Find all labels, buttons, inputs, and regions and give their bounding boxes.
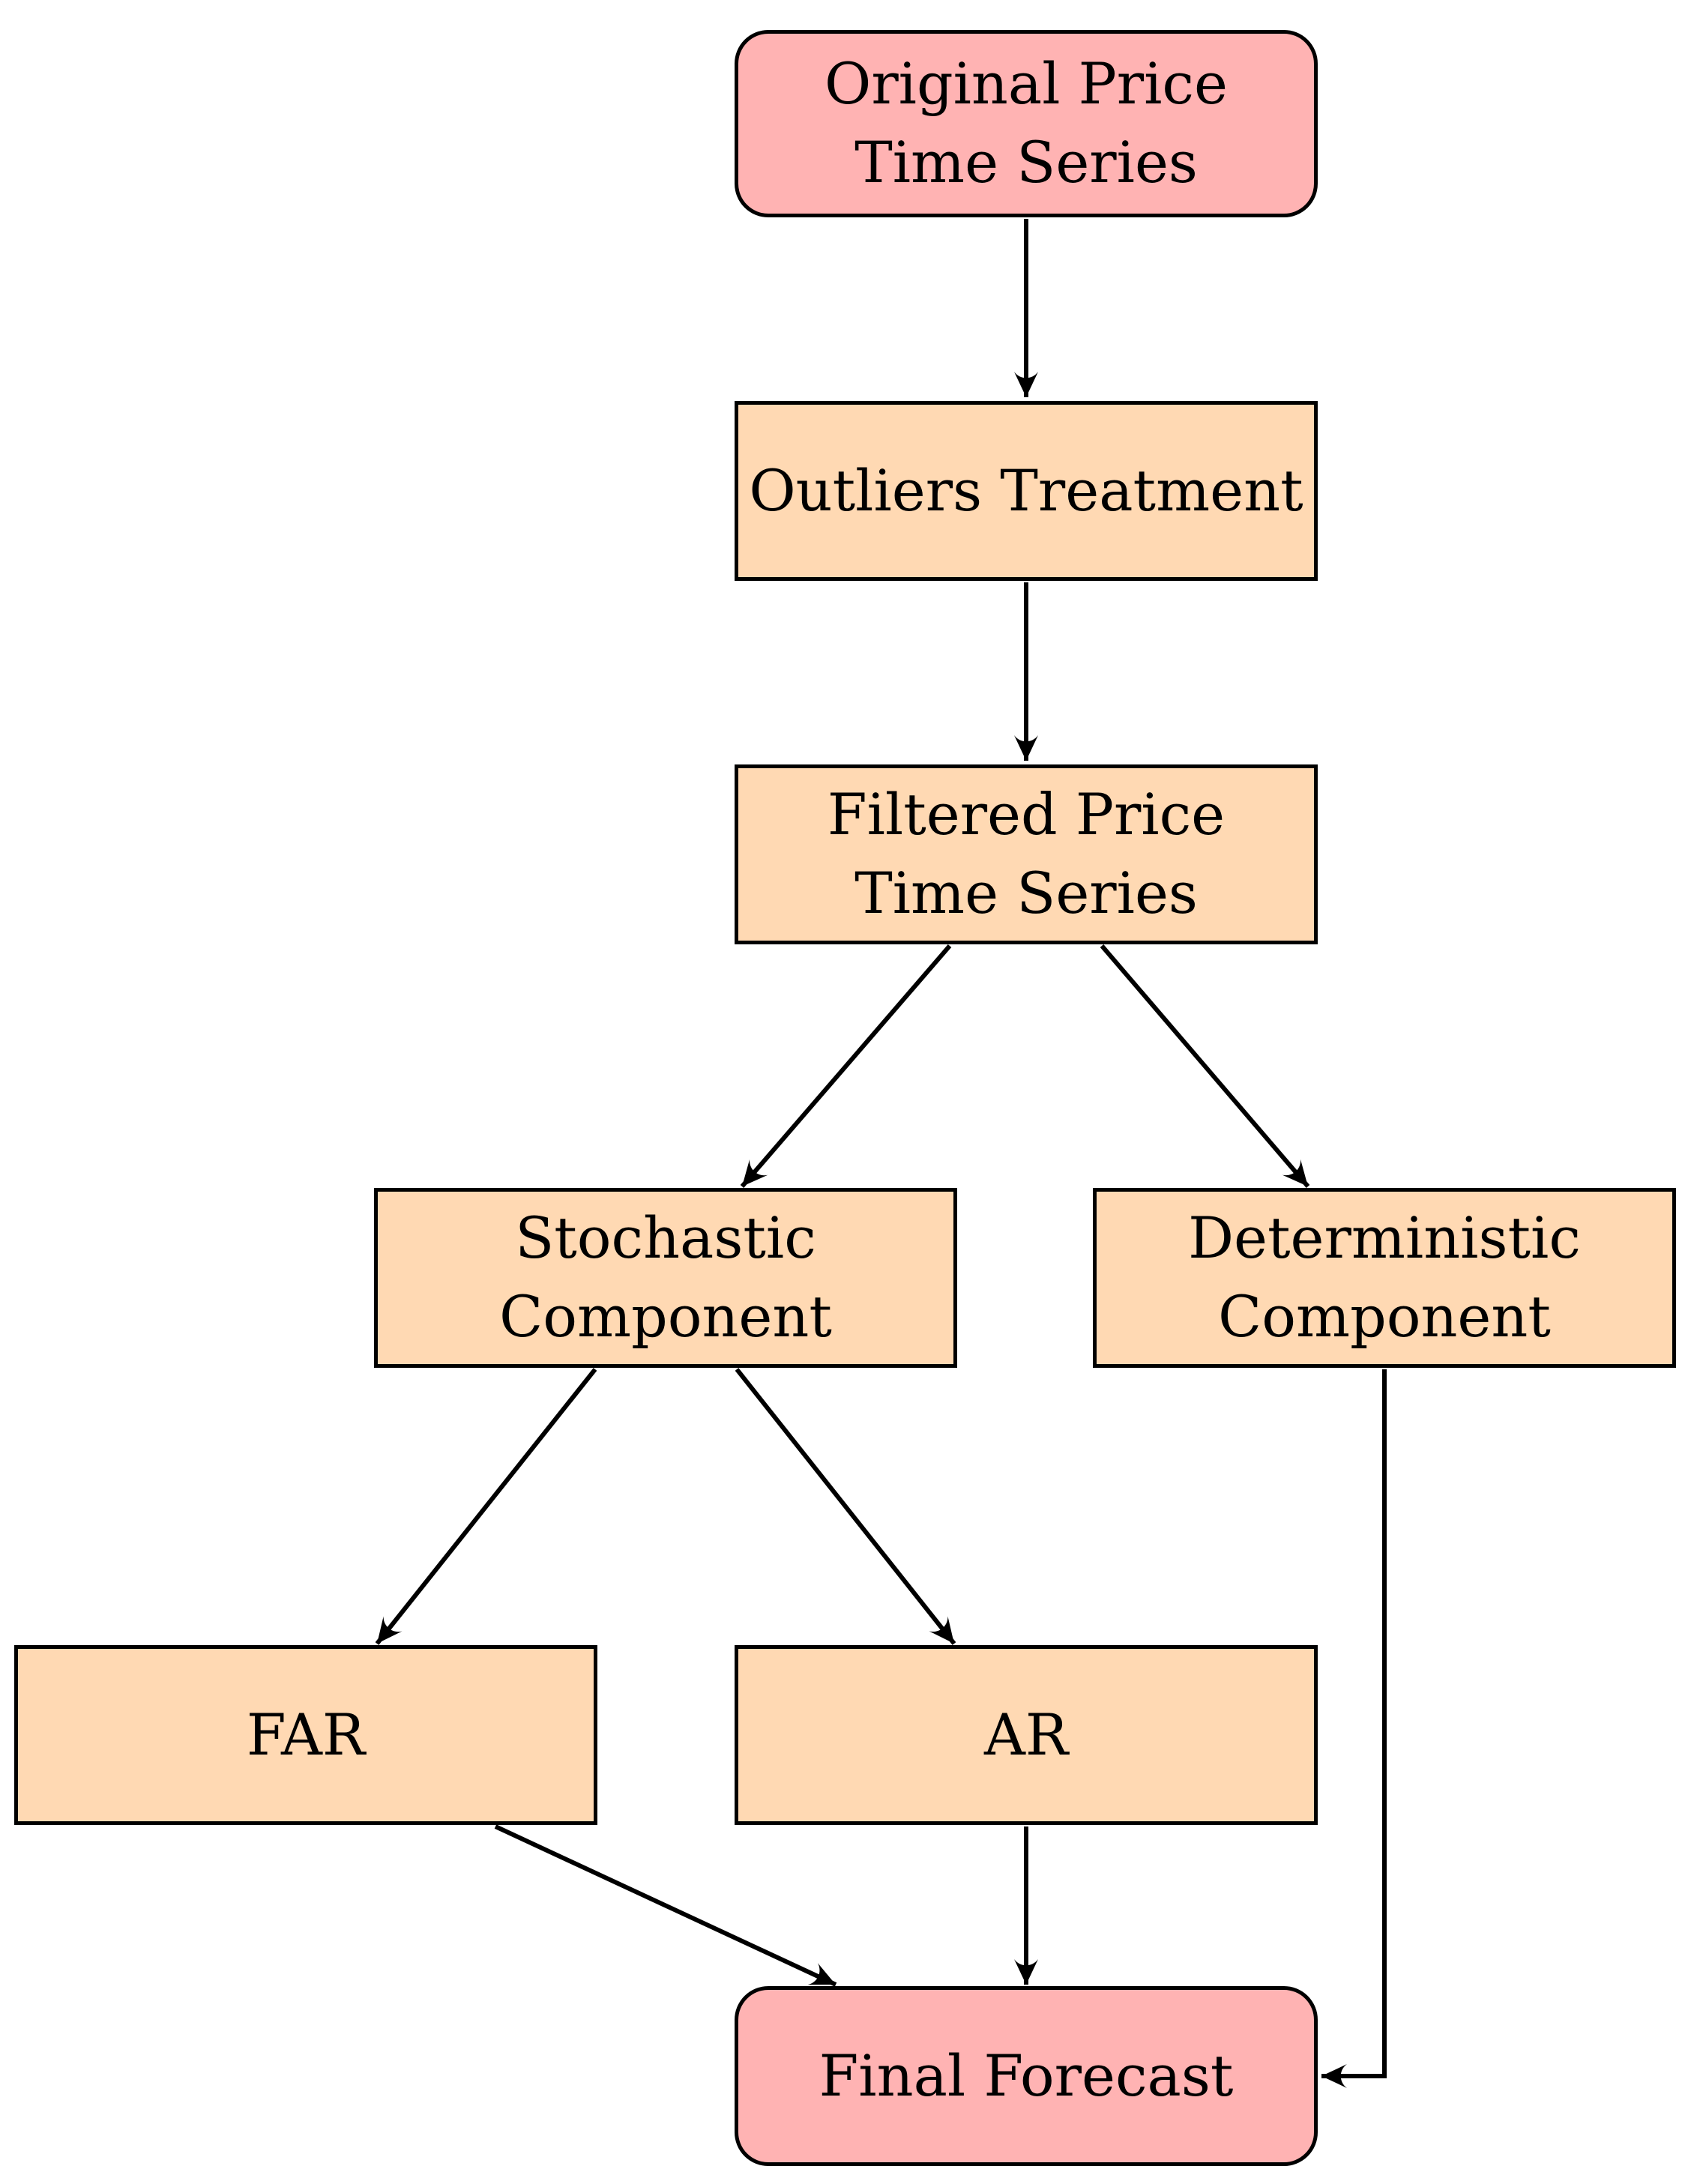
node-label-line: Stochastic — [515, 1204, 816, 1272]
node-label-line: Outliers Treatment — [749, 456, 1303, 524]
node-far: FAR — [14, 1645, 597, 1825]
node-outliers-treatment: Outliers Treatment — [735, 401, 1318, 581]
node-deterministic-component: Deterministic Component — [1093, 1188, 1676, 1368]
node-filtered-price-time-series: Filtered Price Time Series — [735, 764, 1318, 944]
edge-far-to-final — [494, 1824, 837, 1987]
node-stochastic-component: Stochastic Component — [374, 1188, 957, 1368]
node-label-line: Final Forecast — [819, 2042, 1234, 2109]
node-label-line: Original Price — [825, 50, 1228, 118]
node-final-forecast: Final Forecast — [735, 1986, 1318, 2166]
node-label-line: Filtered Price — [827, 781, 1226, 848]
edge-stochastic-to-ar — [735, 1368, 956, 1645]
node-label-line: Component — [1218, 1283, 1551, 1350]
node-label-line: AR — [983, 1701, 1069, 1768]
node-label-line: Time Series — [854, 860, 1198, 926]
node-ar: AR — [735, 1645, 1318, 1825]
node-label-line: Time Series — [854, 129, 1198, 196]
node-label-line: Deterministic — [1188, 1204, 1581, 1272]
edge-filtered-to-stochastic — [740, 944, 952, 1188]
node-label-line: FAR — [246, 1701, 366, 1768]
edge-filtered-to-deterministic — [1100, 944, 1310, 1188]
edge-stochastic-to-far — [375, 1368, 597, 1645]
node-original-price-time-series: Original Price Time Series — [735, 30, 1318, 217]
edge-deterministic-to-final — [1321, 1369, 1387, 2088]
node-label-line: Component — [499, 1283, 832, 1350]
